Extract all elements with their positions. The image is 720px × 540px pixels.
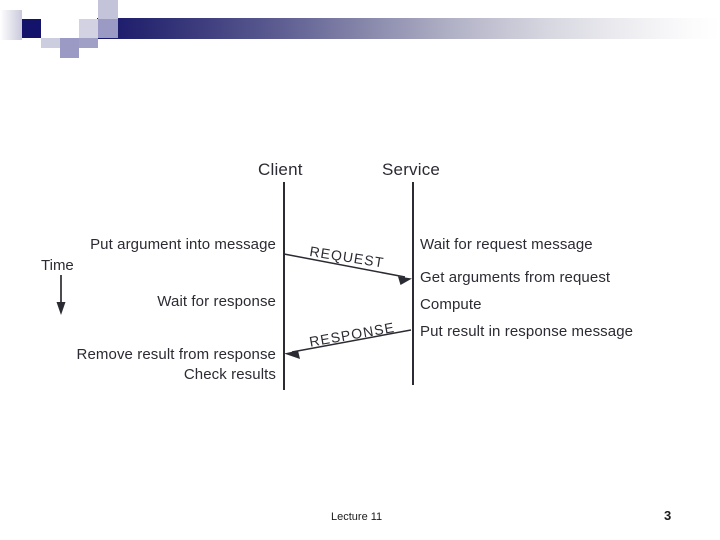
client-step-wait-for-response: Wait for response (157, 293, 276, 310)
slide-header-decoration (0, 0, 720, 60)
client-step-remove-result: Remove result from response (76, 346, 276, 363)
header-square-2 (22, 19, 41, 38)
header-square-10 (0, 40, 41, 58)
client-step-put-argument: Put argument into message (90, 236, 276, 253)
header-square-3 (41, 38, 60, 48)
lifeline-label-client: Client (258, 160, 303, 179)
header-square-8 (98, 0, 118, 19)
lifeline-client (283, 182, 285, 390)
service-step-compute: Compute (420, 296, 482, 313)
service-step-put-result: Put result in response message (420, 323, 634, 340)
header-square-7 (79, 38, 98, 48)
footer-page-number: 3 (664, 508, 672, 523)
header-gradient-bar (97, 18, 720, 39)
header-square-5 (60, 19, 79, 38)
service-step-get-arguments: Get arguments from request (420, 269, 611, 286)
header-square-9 (98, 19, 118, 38)
header-square-4 (60, 38, 79, 58)
lifeline-service (412, 182, 414, 385)
time-axis-label: Time (41, 257, 74, 274)
client-step-check-results: Check results (183, 366, 276, 383)
header-square-1 (0, 10, 22, 40)
lifeline-label-service: Service (382, 160, 441, 179)
time-arrow-icon (56, 275, 66, 315)
service-step-wait-for-request: Wait for request message (420, 236, 593, 253)
header-square-6 (79, 19, 98, 38)
footer-lecture-label: Lecture 11 (331, 511, 383, 523)
